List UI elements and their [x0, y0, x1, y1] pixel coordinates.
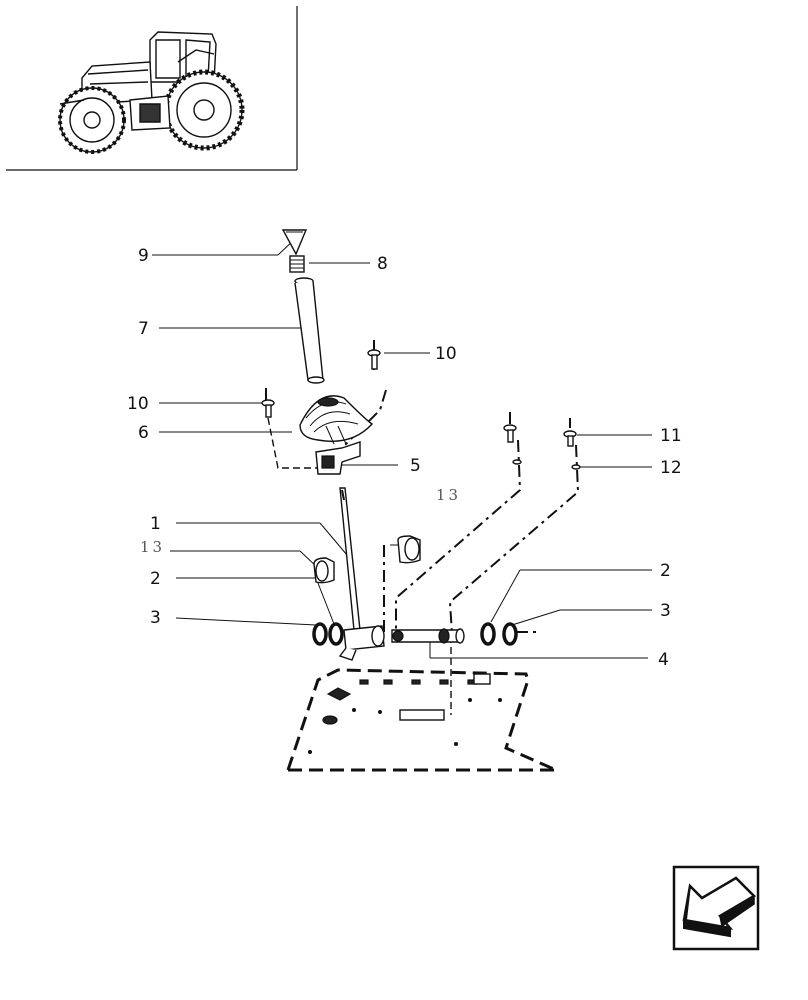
part-7-lever-tube	[294, 277, 325, 384]
part-11-screw-right	[563, 430, 577, 447]
tractor-thumbnail	[6, 6, 298, 171]
part-9-knob	[281, 229, 308, 256]
part-13-bushing-left	[313, 557, 335, 584]
callout-9: 9	[138, 246, 149, 266]
callout-labels: 9 8 7 10 10 6 5 11 12 13 1 13 2 2 3 3 4	[127, 246, 682, 670]
part-3-ring-right	[502, 622, 518, 646]
part-3-ring-left	[312, 622, 328, 646]
callout-7: 7	[138, 319, 149, 339]
callout-13-right: 13	[436, 486, 461, 504]
part-1-gear-lever	[338, 487, 385, 661]
part-8-threaded-insert	[289, 255, 305, 273]
callout-4: 4	[658, 650, 669, 670]
callout-1: 1	[150, 514, 161, 534]
part-2-ring-left	[328, 622, 344, 646]
part-10-screw-left	[261, 399, 275, 418]
callout-2-left: 2	[150, 569, 161, 589]
part-13-bushing-right	[397, 535, 421, 564]
part-11-screw-left	[503, 424, 517, 443]
base-plate	[286, 668, 557, 772]
tractor-icon	[58, 31, 245, 154]
part-4-shaft	[391, 628, 465, 644]
callout-11: 11	[660, 426, 682, 446]
part-10-screw-right	[367, 349, 381, 370]
callout-13-left: 13	[140, 538, 165, 556]
callout-3-left: 3	[150, 608, 161, 628]
callout-3-right: 3	[660, 601, 671, 621]
part-12-washers	[512, 459, 581, 470]
part-2-ring-right	[480, 622, 496, 646]
callout-8: 8	[377, 254, 388, 274]
callout-5: 5	[410, 456, 421, 476]
callout-10-left: 10	[127, 394, 149, 414]
part-6-rubber-boot	[299, 395, 374, 445]
previous-page-arrow-icon[interactable]	[672, 865, 760, 951]
callout-12: 12	[660, 458, 682, 478]
callout-6: 6	[138, 423, 149, 443]
callout-10-right: 10	[435, 344, 457, 364]
leader-lines	[152, 237, 652, 659]
part-5-bracket	[315, 441, 361, 475]
callout-2-right: 2	[660, 561, 671, 581]
assembly-lines	[265, 340, 580, 715]
